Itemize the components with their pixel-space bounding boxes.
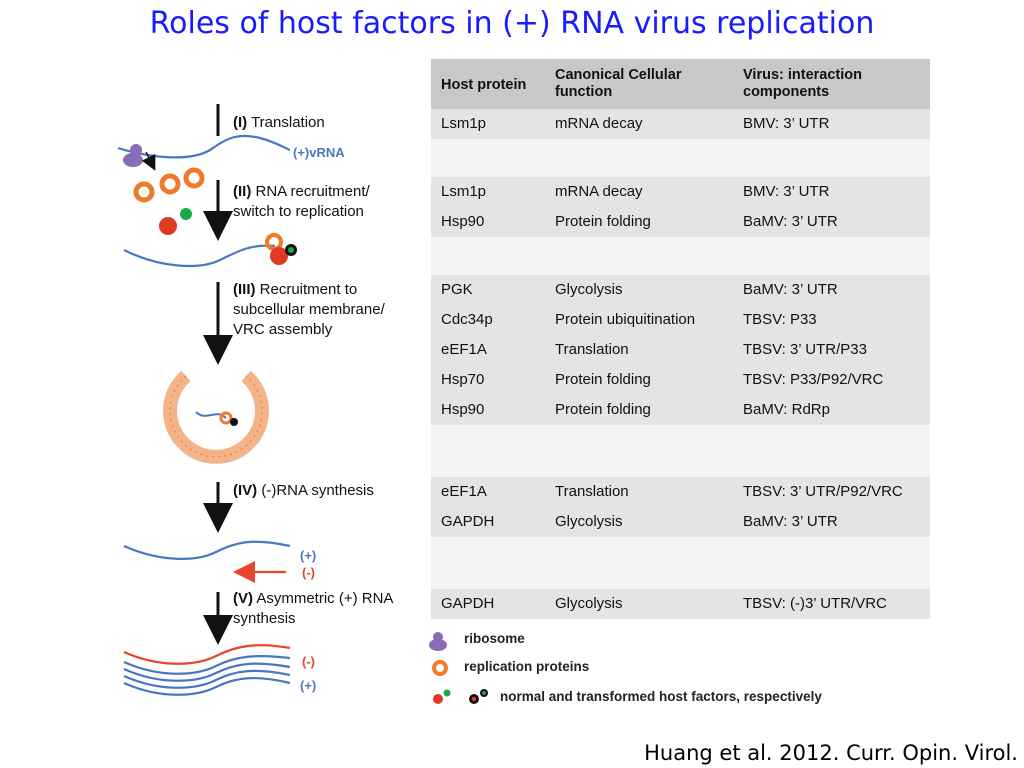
cell-host-protein: Hsp90 bbox=[441, 213, 485, 230]
table-group: eEF1A Translation TBSV: 3’ UTR/P92/VRC GAPD… bbox=[431, 477, 930, 537]
cell-cellular-function: Glycolysis bbox=[555, 595, 623, 612]
cell-virus-interaction: BaMV: RdRp bbox=[743, 401, 830, 418]
cell-cellular-function: Protein folding bbox=[555, 371, 651, 388]
table-row: GAPDH Glycolysis BaMV: 3’ UTR bbox=[431, 507, 930, 537]
minus-label: (-) bbox=[302, 565, 315, 580]
plus-label: (+) bbox=[300, 548, 317, 563]
table-spacer bbox=[431, 425, 930, 477]
table-row: Lsm1p mRNA decay BMV: 3’ UTR bbox=[431, 109, 930, 139]
table-row: Lsm1p mRNA decay BMV: 3’ UTR bbox=[431, 177, 930, 207]
stage-3-label: (III) Recruitment to subcellular membran… bbox=[233, 281, 385, 338]
plus-label-2: (+) bbox=[300, 678, 317, 693]
table-spacer bbox=[431, 537, 930, 589]
replication-protein-icons bbox=[133, 167, 205, 203]
cell-cellular-function: Translation bbox=[555, 483, 629, 500]
minus-label-2: (-) bbox=[302, 654, 315, 669]
cell-virus-interaction: BaMV: 3’ UTR bbox=[743, 213, 838, 230]
cell-cellular-function: Glycolysis bbox=[555, 281, 623, 298]
cell-cellular-function: Protein folding bbox=[555, 213, 651, 230]
host-factor-legend-icon bbox=[433, 689, 488, 704]
cell-cellular-function: Protein folding bbox=[555, 401, 651, 418]
cell-host-protein: GAPDH bbox=[441, 513, 495, 530]
table-row: Hsp90 Protein folding BaMV: 3’ UTR bbox=[431, 207, 930, 237]
table-group: PGK Glycolysis BaMV: 3’ UTR Cdc34p Protein u… bbox=[431, 275, 930, 425]
cell-host-protein: Lsm1p bbox=[441, 115, 487, 132]
cell-virus-interaction: BMV: 3’ UTR bbox=[743, 115, 830, 132]
header-cellular-function: Canonical Cellular function bbox=[555, 67, 682, 100]
table-row: eEF1A Translation TBSV: 3’ UTR/P33 bbox=[431, 335, 930, 365]
table-row: Hsp70 Protein folding TBSV: P33/P92/VRC bbox=[431, 365, 930, 395]
cell-virus-interaction: BaMV: 3’ UTR bbox=[743, 281, 838, 298]
host-factor-green-icon bbox=[180, 208, 192, 220]
table-group: Lsm1p mRNA decay BMV: 3’ UTR Hsp90 Protein f… bbox=[431, 177, 930, 237]
header-virus-interaction: Virus: interaction components bbox=[743, 67, 862, 100]
cell-cellular-function: Translation bbox=[555, 341, 629, 358]
legend-icons bbox=[429, 632, 488, 704]
ribosome-icon bbox=[123, 144, 156, 171]
cell-cellular-function: mRNA decay bbox=[555, 183, 643, 200]
replication-legend-icon bbox=[432, 660, 448, 676]
stage-4-label: (IV) (-)RNA synthesis bbox=[233, 482, 374, 499]
table-group: Lsm1p mRNA decay BMV: 3’ UTR bbox=[431, 109, 930, 139]
cell-virus-interaction: BMV: 3’ UTR bbox=[743, 183, 830, 200]
cell-host-protein: Cdc34p bbox=[441, 311, 493, 328]
cell-host-protein: Hsp70 bbox=[441, 371, 485, 388]
replication-diagram bbox=[117, 104, 297, 696]
cell-virus-interaction: BaMV: 3’ UTR bbox=[743, 513, 838, 530]
cell-cellular-function: Glycolysis bbox=[555, 513, 623, 530]
cell-host-protein: GAPDH bbox=[441, 595, 495, 612]
stage-1-label: (I) Translation bbox=[233, 114, 325, 131]
legend-ribosome: ribosome bbox=[464, 631, 525, 646]
table-header: Host protein Canonical Cellular function… bbox=[431, 59, 930, 109]
cell-virus-interaction: TBSV: 3’ UTR/P33 bbox=[743, 341, 867, 358]
table-row: Cdc34p Protein ubiquitination TBSV: P33 bbox=[431, 305, 930, 335]
table-spacer bbox=[431, 237, 930, 275]
header-host-protein: Host protein bbox=[441, 77, 527, 93]
table-spacer bbox=[431, 139, 930, 177]
cell-host-protein: eEF1A bbox=[441, 483, 487, 500]
cell-cellular-function: Protein ubiquitination bbox=[555, 311, 696, 328]
plus-strand bbox=[123, 540, 291, 560]
table-group: GAPDH Glycolysis TBSV: (-)3’ UTR/VRC bbox=[431, 589, 930, 619]
vrna-label: (+)vRNA bbox=[293, 145, 345, 160]
table-row: eEF1A Translation TBSV: 3’ UTR/P92/VRC bbox=[431, 477, 930, 507]
ribosome-legend-icon bbox=[429, 632, 447, 651]
cell-virus-interaction: TBSV: P33 bbox=[743, 311, 817, 328]
host-factor-table: Host protein Canonical Cellular function… bbox=[431, 59, 930, 619]
table-row: Hsp90 Protein folding BaMV: RdRp bbox=[431, 395, 930, 425]
slide-title: Roles of host factors in (+) RNA virus r… bbox=[149, 6, 875, 41]
cell-host-protein: Hsp90 bbox=[441, 401, 485, 418]
legend-host-factors: normal and transformed host factors, res… bbox=[500, 689, 822, 704]
recruited-rna bbox=[123, 244, 276, 268]
cell-virus-interaction: TBSV: 3’ UTR/P92/VRC bbox=[743, 483, 903, 500]
table-row: GAPDH Glycolysis TBSV: (-)3’ UTR/VRC bbox=[431, 589, 930, 619]
host-factor-red-icon bbox=[159, 217, 177, 235]
citation: Huang et al. 2012. Curr. Opin. Virol. bbox=[644, 741, 1018, 765]
cell-host-protein: eEF1A bbox=[441, 341, 487, 358]
table-row: PGK Glycolysis BaMV: 3’ UTR bbox=[431, 275, 930, 305]
stage-2-label: (II) RNA recruitment/ switch to replicat… bbox=[233, 183, 370, 220]
vrna-strand bbox=[117, 134, 291, 159]
cell-cellular-function: mRNA decay bbox=[555, 115, 643, 132]
cell-virus-interaction: TBSV: P33/P92/VRC bbox=[743, 371, 884, 388]
asymmetric-strands bbox=[123, 644, 291, 696]
cell-virus-interaction: TBSV: (-)3’ UTR/VRC bbox=[743, 595, 887, 612]
legend-replication: replication proteins bbox=[464, 659, 590, 674]
cell-host-protein: PGK bbox=[441, 281, 473, 298]
bound-complex-icon bbox=[265, 233, 297, 265]
cell-host-protein: Lsm1p bbox=[441, 183, 487, 200]
stage-5-label: (V) Asymmetric (+) RNA synthesis bbox=[233, 590, 393, 627]
vesicle-icon bbox=[163, 370, 269, 464]
